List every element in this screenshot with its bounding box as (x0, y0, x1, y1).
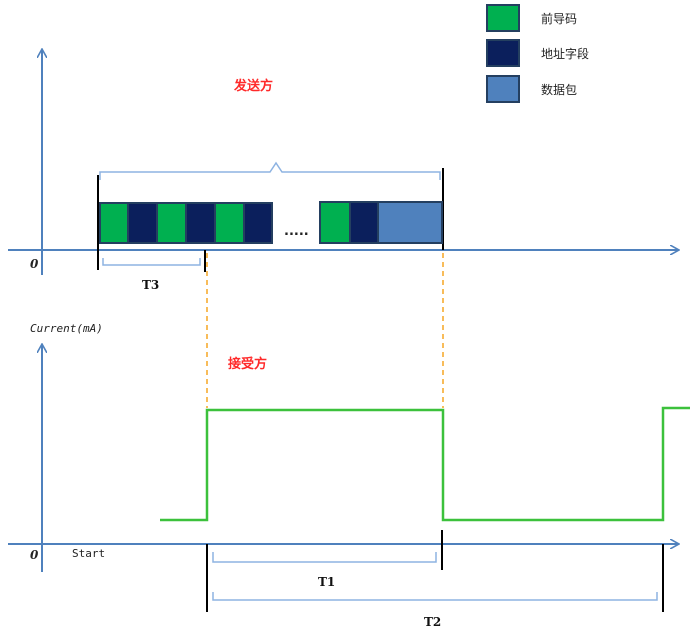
legend-packet-swatch (486, 75, 520, 103)
legend-address-label: 地址字段 (541, 46, 589, 61)
t2-label: T2 (424, 615, 441, 629)
receiver-origin-label: 0 (30, 548, 39, 562)
address-block (243, 202, 273, 244)
legend-packet-label: 数据包 (541, 82, 577, 97)
preamble-block (156, 202, 187, 244)
receiver-section: Current(mA) 接受方 0 Start T1 T2 (8, 322, 690, 629)
receiver-title: 接受方 (228, 356, 267, 372)
frame-bracket (99, 161, 441, 180)
start-label: Start (72, 547, 105, 560)
t1-bracket (212, 552, 437, 563)
preamble-block (99, 202, 129, 244)
t1-label: T1 (318, 575, 335, 589)
address-block (127, 202, 158, 244)
t3-label: T3 (142, 278, 159, 292)
address-block (185, 202, 216, 244)
address-block (349, 201, 379, 244)
legend-preamble-label: 前导码 (541, 11, 577, 26)
t3-bracket (102, 258, 201, 266)
sender-section: 发送方 0 ..... T3 (8, 50, 678, 292)
t2-bracket (212, 592, 658, 601)
sender-origin-label: 0 (30, 257, 39, 271)
frame-ellipsis: ..... (284, 224, 309, 239)
legend-preamble-swatch (486, 4, 520, 32)
current-waveform (160, 406, 690, 522)
legend-address-swatch (486, 39, 520, 67)
legend: 前导码 地址字段 数据包 (486, 4, 589, 103)
preamble-block (214, 202, 245, 244)
receiver-y-axis-label: Current(mA) (30, 322, 103, 335)
frame-blocks (99, 201, 443, 244)
sender-title: 发送方 (233, 78, 273, 94)
preamble-block (319, 201, 351, 244)
data-packet-block (377, 201, 443, 244)
